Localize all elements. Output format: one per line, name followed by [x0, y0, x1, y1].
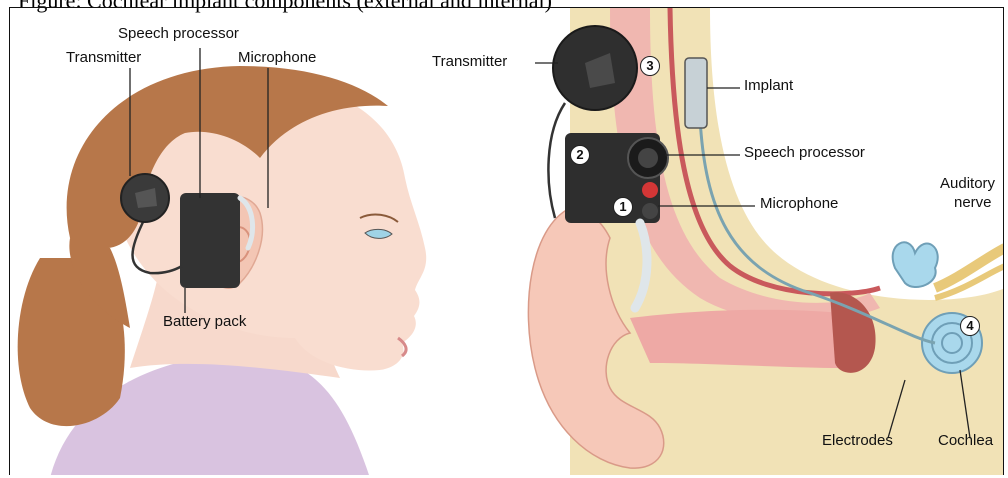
label-speech-processor-right: Speech processor: [744, 145, 865, 162]
label-microphone-right: Microphone: [760, 196, 838, 213]
marker-4: 4: [960, 316, 980, 336]
label-speech-processor-left: Speech processor: [118, 26, 239, 43]
left-illustration: [18, 66, 427, 475]
label-battery-pack: Battery pack: [163, 314, 246, 331]
label-electrodes: Electrodes: [822, 433, 893, 450]
speech-processor-unit: [180, 193, 240, 288]
diagram-frame: Speech processor Transmitter Microphone …: [9, 7, 1004, 475]
implant: [685, 58, 707, 128]
semicircular-canals: [893, 242, 938, 287]
label-microphone-left: Microphone: [238, 50, 316, 67]
marker-2: 2: [570, 145, 590, 165]
ear-canal: [630, 310, 840, 368]
label-auditory-nerve-1: Auditory: [940, 176, 995, 193]
diagram-illustration: [10, 8, 1004, 475]
label-transmitter-right: Transmitter: [432, 54, 507, 71]
marker-3: 3: [640, 56, 660, 76]
label-transmitter-left: Transmitter: [66, 50, 141, 67]
label-cochlea: Cochlea: [938, 433, 993, 450]
label-auditory-nerve-2: nerve: [954, 195, 992, 212]
label-implant: Implant: [744, 78, 793, 95]
marker-1: 1: [613, 197, 633, 217]
